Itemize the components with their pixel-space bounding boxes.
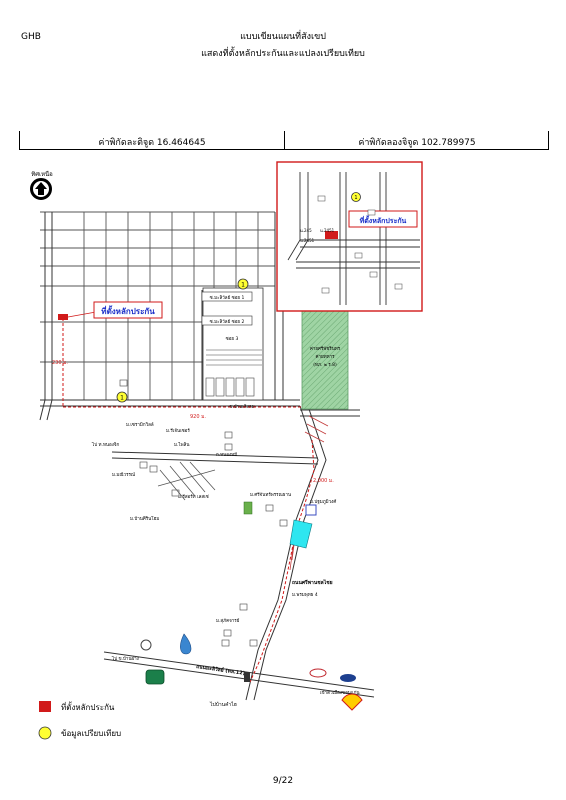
place-g: ม.ศรีจันทร์พรรณธาน — [250, 491, 291, 498]
to-khonkaen: ไป ข.บ้านฝาง — [111, 656, 139, 662]
place-camp-sub2: (ทภ. ๒ ร.8) — [313, 362, 337, 368]
place-f: ม.บ้านศิรินโฮม — [130, 515, 159, 522]
nissan-icon — [309, 668, 327, 678]
legend-collateral-label: ที่ตั้งหลักประกัน — [61, 701, 115, 712]
place-h: ม.ปฐมภูมิวงศ์ — [310, 498, 336, 505]
place-i: ม.พรมพุทธ 4 — [292, 592, 318, 598]
military-camp-area — [301, 307, 349, 410]
inset-lot-1: น.245 — [300, 228, 312, 233]
page-number: 9/22 — [272, 776, 294, 786]
distance-horizontal: 920 ม. — [190, 414, 206, 420]
place-b: ม.รีเจ้นเซอร์ — [166, 427, 190, 434]
inset-callout: ที่ตั้งหลักประกัน — [359, 214, 406, 225]
ford-icon — [340, 674, 356, 682]
road-network — [39, 212, 375, 701]
place-j: ม.สุภัคจารย์ — [216, 617, 240, 624]
main-road-label: ถนนศรีพานชลไชย — [292, 579, 333, 586]
legend-comparison-swatch — [38, 726, 52, 740]
green-lot — [243, 501, 253, 515]
road-a: ถ.หนองหมี — [216, 452, 237, 458]
bank-icon — [305, 504, 317, 516]
place-a: ม.เซรามิกวิลล์ — [126, 421, 154, 428]
comparison-marker: 1 — [116, 391, 128, 403]
place-soi-1: ซ.มะลิวัลย์ ซอย 1 — [210, 294, 245, 301]
place-e: ม.รีสอร์ท เลสเซ่ — [178, 493, 209, 500]
cyan-lot — [289, 519, 313, 549]
bank-logo-icon — [145, 669, 165, 685]
collateral-marker — [58, 314, 68, 320]
comparison-marker: 1 — [237, 278, 249, 290]
collateral-callout-box — [93, 301, 163, 319]
village-block — [201, 287, 264, 401]
north-label: ทิศเหนือ — [31, 170, 53, 178]
place-c: ม.ไพลิน — [174, 442, 189, 448]
distance-south: 2,000 ม. — [313, 478, 334, 484]
place-camp: ค่ายศรีพัชรินทร — [310, 346, 341, 352]
to-east: เข้าตัวเมืองขอนแก่น — [320, 689, 360, 696]
svg-text:1: 1 — [120, 395, 124, 402]
inset-lot-3: น.2451 — [300, 238, 315, 243]
page-subtitle: แสดงที่ตั้งหลักประกันและแปลงเปรียบเทียบ — [201, 49, 365, 59]
house-icon — [119, 379, 288, 647]
main-road-hatching — [289, 415, 329, 571]
inset-comparison-number: 1 — [354, 195, 357, 201]
to-nongkhai: ไป ท.หนองจิก — [91, 442, 120, 448]
page-title: แบบเขียนแผนที่สังเขป — [240, 32, 326, 42]
collateral-callout: ที่ตั้งหลักประกัน — [101, 305, 155, 316]
distance-vertical: 230 ม. — [52, 360, 68, 366]
place-village-bottom: ซ.บ้านเลิงลม — [229, 404, 254, 410]
traffic-light-icon — [244, 672, 250, 682]
north-arrow-icon — [30, 178, 52, 200]
coordinate-bar: ค่าพิกัดละติจูด 16.464645 ค่าพิกัดลองจิจ… — [19, 131, 549, 150]
distance-route — [62, 318, 315, 683]
shell-icon — [341, 693, 363, 711]
place-d: ม.มณีวรรณ์ — [112, 471, 135, 478]
legend-comparison-label: ข้อมูลเปรียบเทียบ — [61, 729, 121, 739]
inset-lot-2: น.2451 — [320, 228, 335, 233]
mercedes-icon — [140, 639, 152, 651]
inset-map — [276, 161, 423, 312]
longitude-label: ค่าพิกัดลองจิจูด 102.789975 — [358, 138, 476, 148]
coordinate-divider — [284, 131, 285, 149]
place-soi-3: ซอย 3 — [226, 336, 239, 342]
header-left-label: GHB — [21, 32, 41, 42]
latitude-label: ค่าพิกัดละติจูด 16.464645 — [98, 138, 206, 148]
village-streets — [157, 461, 216, 501]
callout-leader — [67, 311, 97, 318]
place-soi-2: ซ.มะลิวัลย์ ซอย 2 — [210, 318, 245, 325]
to-south: ไปบ้านคำไฮ — [209, 701, 237, 708]
highway-label: ถนนมะลิวัลย์ (ทล.12) — [196, 663, 246, 677]
place-camp-sub1: ค่ายทหาร — [315, 354, 335, 360]
svg-text:1: 1 — [241, 282, 245, 289]
legend-collateral-swatch — [39, 701, 51, 712]
ptt-icon — [180, 633, 192, 655]
